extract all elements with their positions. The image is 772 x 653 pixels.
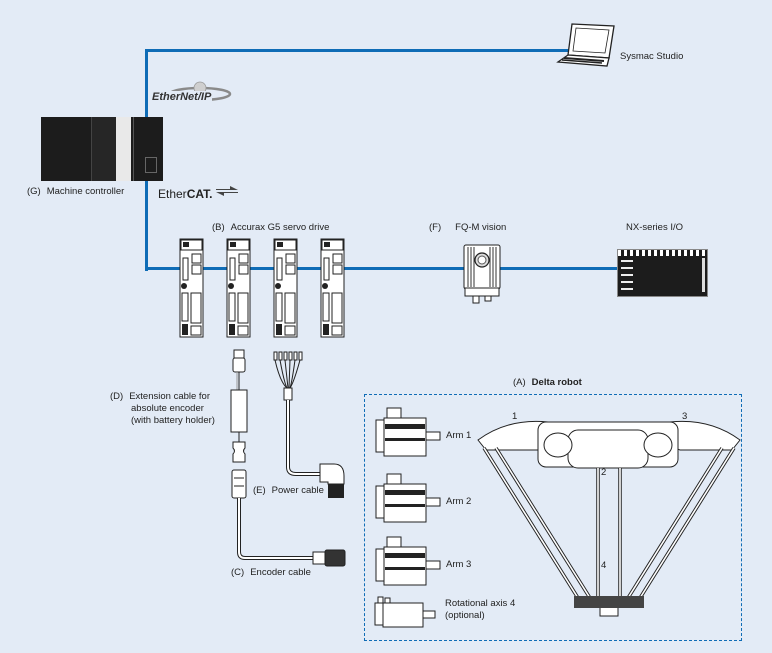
nx-io-label: NX-series I/O [626,222,684,233]
servo-drive-icon [320,238,345,338]
motor-label: Arm 1 [446,430,472,441]
servo-motor-icon[interactable] [373,407,443,458]
motor-label: Arm 3 [446,559,472,570]
axis-number-2: 2 [601,467,607,478]
ethernet-ip-text: EtherNet/IP [152,91,213,103]
motor-label: Arm 2 [446,496,472,507]
ethercat-line [145,267,625,270]
motor-label-line: Rotational axis 4 [445,598,516,609]
extension-cable-icon[interactable] [228,349,250,465]
delta-robot-frame [364,394,742,641]
servo-drive-icon [226,238,251,338]
servo-drive[interactable] [273,238,298,338]
camera-icon[interactable] [463,244,501,304]
axis-number-3: 3 [682,411,688,422]
axis-number-4: 4 [601,560,607,571]
servo-drive-label: (B)Accurax G5 servo drive [212,222,330,233]
encoder-cable-label: (C)Encoder cable [231,567,311,578]
machine-controller-image[interactable] [41,117,163,181]
ethernet-ip-logo: EtherNet/IP [152,80,234,106]
axis-number-1: 1 [512,411,518,422]
power-cable-icon[interactable] [270,351,350,512]
delta-robot-title: (A)Delta robot [513,377,582,388]
rotational-motor-icon[interactable] [373,595,443,645]
ethernet-ip-line-horizontal [145,49,577,52]
servo-motor-icon[interactable] [373,473,443,524]
laptop-icon[interactable] [556,22,615,68]
io-module-icon[interactable] [617,249,708,297]
extension-cable-label: (D)Extension cable for absolute encoder … [110,391,215,426]
delta-robot-icon[interactable] [477,410,741,620]
motor-label-line: (optional) [445,610,485,621]
servo-drive-icon [179,238,204,338]
motor-label: Rotational axis 4(optional) [445,598,515,622]
power-cable-label: (E)Power cable [253,485,324,496]
servo-drive-icon [273,238,298,338]
vision-label: (F)FQ-M vision [429,222,507,233]
servo-motor-icon[interactable] [373,536,443,587]
encoder-cable-icon[interactable] [228,469,353,570]
servo-drive[interactable] [179,238,204,338]
machine-controller-label: (G)Machine controller [27,186,125,197]
servo-drive[interactable] [320,238,345,338]
ethercat-logo: EtherCAT. [158,186,238,201]
servo-drive[interactable] [226,238,251,338]
sysmac-studio-label: Sysmac Studio [620,51,684,62]
